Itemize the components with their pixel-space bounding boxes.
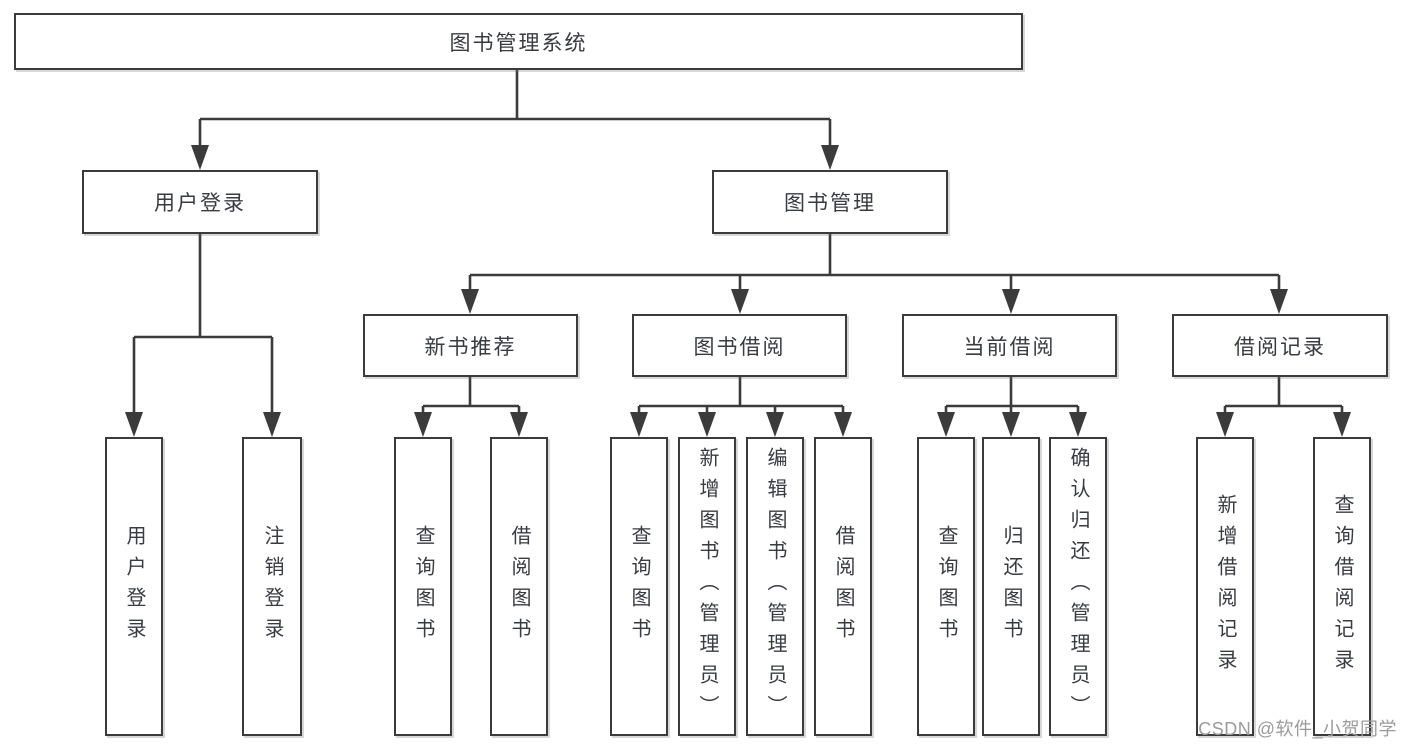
arrowheads <box>125 145 1351 437</box>
node-borrow-record-label: 借阅记录 <box>1234 335 1326 359</box>
node-leaf-logout-label: 注销登录 <box>261 524 283 649</box>
node-library-system-label: 图书管理系统 <box>449 31 588 55</box>
node-user-login-label: 用户登录 <box>154 192 246 215</box>
node-leaf-edit-books-admin-label: 编辑图书（管理员） <box>764 447 786 726</box>
node-leaf-query-books-recommend: 查询图书 <box>394 437 452 736</box>
node-leaf-add-borrow-record: 新增借阅记录 <box>1196 437 1254 736</box>
node-user-login: 用户登录 <box>82 170 318 234</box>
node-leaf-borrow-books-borrow-label: 借阅图书 <box>832 524 854 649</box>
node-book-management-label: 图书管理 <box>784 192 876 215</box>
node-leaf-query-borrow-record-label: 查询借阅记录 <box>1331 493 1353 680</box>
node-leaf-return-books: 归还图书 <box>982 437 1040 736</box>
csdn-watermark: CSDN @软件_小贺同学 <box>1198 719 1397 739</box>
node-leaf-user-login: 用户登录 <box>105 437 163 736</box>
node-leaf-query-books-recommend-label: 查询图书 <box>412 524 434 649</box>
node-leaf-query-books-current-label: 查询图书 <box>935 524 957 649</box>
node-new-book-recommend: 新书推荐 <box>363 314 578 377</box>
node-new-book-recommend-label: 新书推荐 <box>424 335 517 359</box>
node-book-borrow-label: 图书借阅 <box>693 335 786 359</box>
node-book-management: 图书管理 <box>712 170 948 234</box>
node-current-borrow-label: 当前借阅 <box>963 335 1056 359</box>
node-leaf-borrow-books-borrow: 借阅图书 <box>814 437 872 736</box>
node-book-borrow: 图书借阅 <box>632 314 847 377</box>
node-leaf-query-books-borrow-label: 查询图书 <box>628 524 650 649</box>
node-leaf-query-borrow-record: 查询借阅记录 <box>1313 437 1371 736</box>
node-current-borrow: 当前借阅 <box>902 314 1117 377</box>
node-leaf-query-books-borrow: 查询图书 <box>610 437 668 736</box>
node-leaf-user-login-label: 用户登录 <box>123 524 145 649</box>
node-library-system: 图书管理系统 <box>14 13 1023 70</box>
node-leaf-logout: 注销登录 <box>242 437 302 736</box>
node-leaf-return-books-label: 归还图书 <box>1000 524 1022 649</box>
node-leaf-edit-books-admin: 编辑图书（管理员） <box>746 437 804 736</box>
node-leaf-borrow-books-recommend-label: 借阅图书 <box>508 524 530 649</box>
node-leaf-borrow-books-recommend: 借阅图书 <box>490 437 548 736</box>
node-borrow-record: 借阅记录 <box>1172 314 1388 377</box>
node-leaf-query-books-current: 查询图书 <box>917 437 975 736</box>
node-leaf-add-books-admin: 新增图书（管理员） <box>678 437 736 736</box>
node-leaf-confirm-return-admin-label: 确认归还（管理员） <box>1067 447 1089 726</box>
node-leaf-add-borrow-record-label: 新增借阅记录 <box>1214 493 1236 680</box>
node-leaf-add-books-admin-label: 新增图书（管理员） <box>696 447 718 726</box>
node-leaf-confirm-return-admin: 确认归还（管理员） <box>1049 437 1107 736</box>
